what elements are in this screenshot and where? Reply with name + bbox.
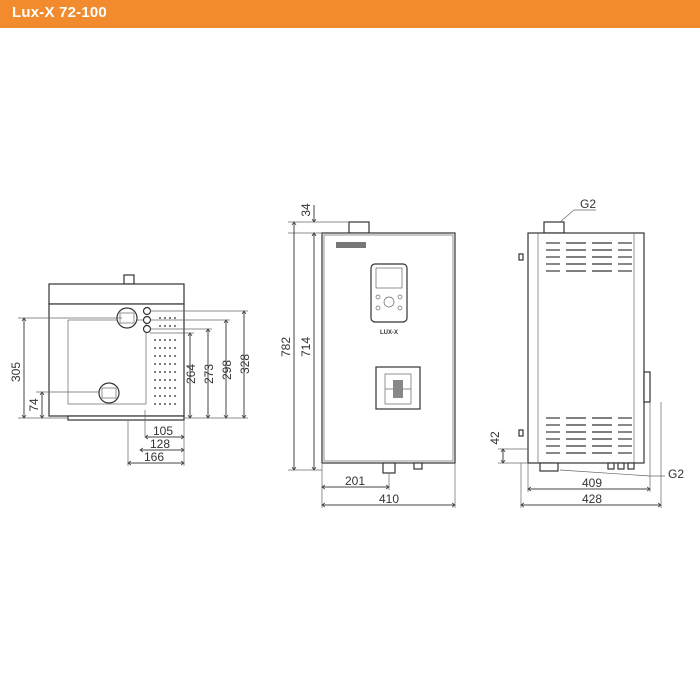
left-view-base	[67, 415, 185, 421]
dim-264: 264	[184, 364, 198, 384]
front-top-pipe	[348, 221, 370, 234]
dim-298: 298	[220, 360, 234, 380]
side-housing	[527, 232, 645, 464]
side-top-vents	[546, 242, 632, 272]
dim-128: 128	[150, 437, 170, 451]
dim-409: 409	[582, 476, 602, 490]
left-view-vent-dots	[154, 317, 176, 405]
left-view-fitting-3	[142, 324, 152, 334]
front-display	[375, 267, 403, 289]
side-wall-bracket	[643, 371, 651, 403]
front-brand-plate	[336, 242, 366, 248]
dim-410: 410	[379, 492, 399, 506]
front-logo: LUX-X	[380, 330, 398, 336]
front-bottom-pipe	[382, 462, 396, 474]
g2-bottom-label: G2	[668, 467, 684, 481]
page-title: Lux-X 72-100	[12, 4, 107, 21]
g2-bottom-leader	[559, 469, 665, 477]
dim-166: 166	[144, 450, 164, 464]
header-bar: Lux-X 72-100	[0, 0, 700, 28]
side-bottom-vents	[546, 417, 632, 454]
front-control-panel	[370, 263, 408, 323]
dim-714: 714	[299, 337, 313, 357]
left-view-fitting-2	[142, 315, 152, 325]
front-view: LUX-X 34 782 714 201 410	[279, 203, 455, 508]
side-top-pipe	[543, 221, 565, 234]
front-dial	[383, 296, 395, 308]
left-view-panel	[67, 319, 147, 405]
side-bottom-pipe	[539, 462, 559, 472]
dim-305: 305	[9, 362, 23, 382]
dim-105: 105	[153, 424, 173, 438]
dim-201: 201	[345, 474, 365, 488]
g2-top-label: G2	[580, 197, 596, 211]
g2-top-leader	[559, 209, 596, 223]
dim-74: 74	[27, 398, 41, 412]
dim-428: 428	[582, 492, 602, 506]
left-view-housing-top	[48, 283, 185, 305]
dim-273: 273	[202, 364, 216, 384]
left-view-top-pipe	[123, 274, 135, 285]
dim-782: 782	[279, 337, 293, 357]
dim-34: 34	[299, 203, 313, 217]
left-view-fitting-1	[142, 306, 152, 316]
left-view: 305 74 264 273 298 328 105 128 166	[9, 274, 252, 466]
dim-42: 42	[488, 431, 502, 445]
dim-328: 328	[238, 354, 252, 374]
side-view: G2 G2 42 409 428	[488, 197, 684, 508]
